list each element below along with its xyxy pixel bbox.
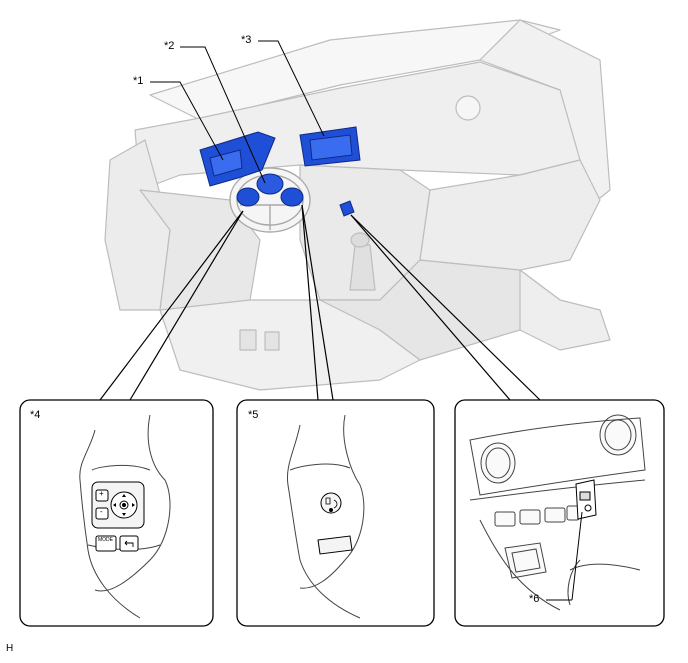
mode-button-label: MODE xyxy=(98,537,113,543)
mode-button xyxy=(95,535,117,552)
callout-label-3: *3 xyxy=(241,34,252,46)
leader-5-b xyxy=(301,204,334,401)
volume-down-label: - xyxy=(100,507,103,516)
callout-label-1: *1 xyxy=(133,75,144,87)
leader-6-a xyxy=(350,214,511,401)
callout-label-4: *4 xyxy=(30,409,41,421)
steering-wheel-inner xyxy=(299,414,365,589)
right-seat xyxy=(519,269,611,351)
pedal xyxy=(239,329,257,351)
steering-pad-switch-right xyxy=(280,187,304,207)
right-vent xyxy=(455,95,481,121)
hvac-knob-right xyxy=(599,414,637,456)
highlighted-parts xyxy=(199,126,361,217)
phone-switch xyxy=(317,535,353,555)
detail-panel-5 xyxy=(236,399,435,627)
gear-knob xyxy=(350,232,370,248)
callout-label-5: *5 xyxy=(248,409,259,421)
usb-aux-jack xyxy=(339,200,355,217)
steering-switch-right xyxy=(317,492,353,555)
steering-wheel-outline xyxy=(286,424,361,619)
steering-pad-center xyxy=(256,173,284,195)
console-slot xyxy=(504,542,547,579)
steering-pad-switch-left xyxy=(236,187,260,207)
leader-line-2 xyxy=(180,46,266,184)
dashboard-illustration xyxy=(104,19,611,391)
back-button xyxy=(119,535,139,552)
right-dash xyxy=(419,159,601,271)
gear-shifter xyxy=(349,244,376,291)
callout-leaders-detail xyxy=(99,204,541,401)
leader-line-3 xyxy=(258,40,325,137)
volume-down-button xyxy=(95,507,109,520)
detail-panel-6 xyxy=(454,399,665,627)
callout-label-2: *2 xyxy=(164,40,175,52)
detail-panel-4 xyxy=(19,399,214,627)
callout-leaders-top xyxy=(150,40,325,184)
pedal xyxy=(264,331,280,351)
steering-switch-left xyxy=(91,481,145,552)
corner-mark: H xyxy=(6,643,14,654)
leader-line-1 xyxy=(150,81,224,161)
volume-up-label: + xyxy=(99,489,104,498)
volume-up-button xyxy=(95,489,109,502)
back-arrow-icon xyxy=(124,540,134,547)
hvac-panel xyxy=(469,417,646,496)
leader-5-a xyxy=(301,204,319,401)
leader-4-a xyxy=(99,210,244,401)
callout-label-6: *6 xyxy=(529,593,540,605)
steering-wheel-inner xyxy=(94,414,171,592)
leader-4-b xyxy=(129,210,244,401)
leader-6-b xyxy=(350,214,541,401)
